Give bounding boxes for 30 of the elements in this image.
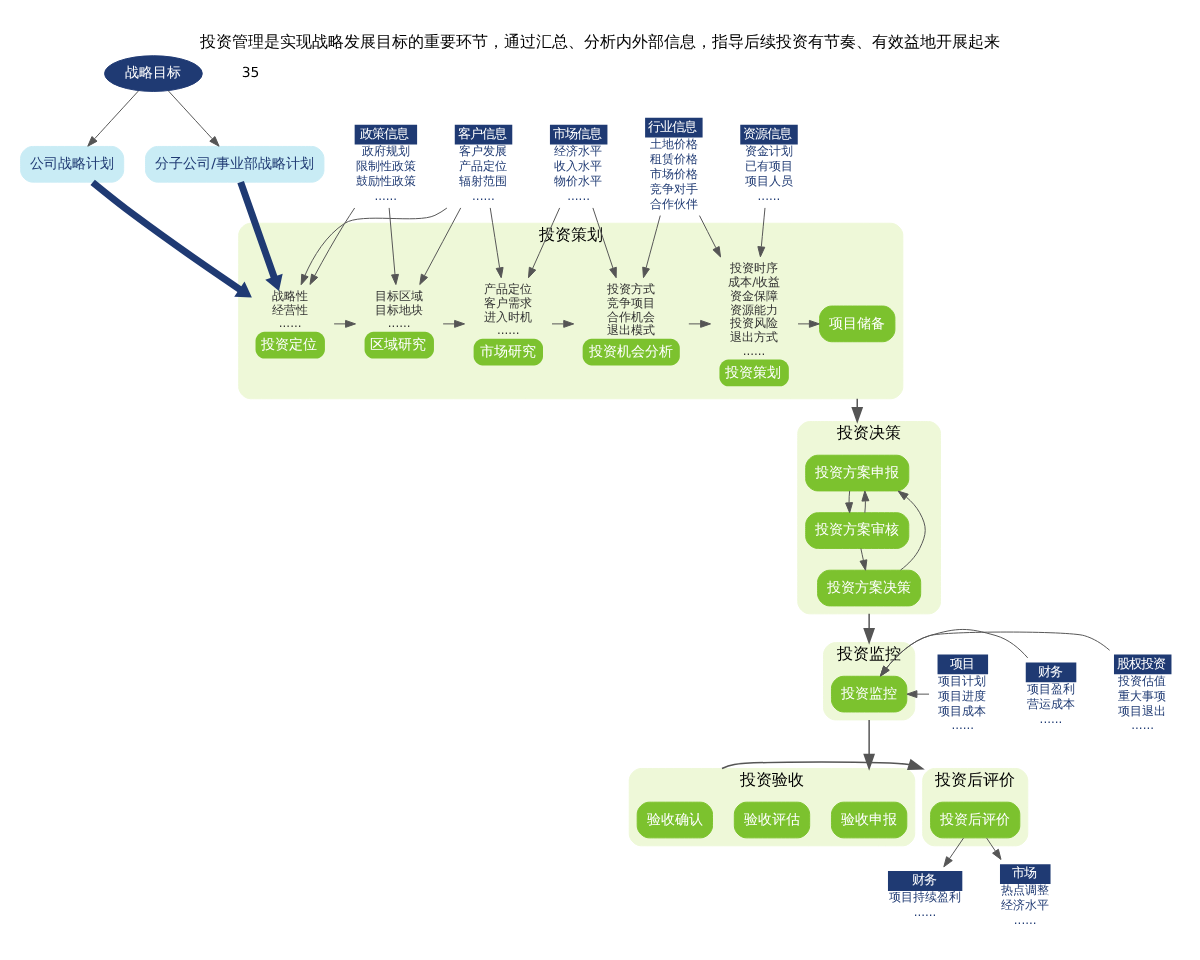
arrow [642, 214, 661, 278]
arrow [851, 396, 864, 423]
arrow [388, 206, 399, 284]
arrow [721, 757, 925, 770]
arrow [688, 318, 712, 327]
arrow [757, 206, 766, 257]
arrow [419, 206, 462, 284]
arrow [90, 178, 252, 297]
arrow [489, 206, 504, 278]
arrow [897, 489, 926, 570]
arrow [167, 89, 220, 146]
arrow [442, 318, 465, 327]
arrow [863, 718, 876, 770]
arrow [300, 206, 448, 285]
arrow [237, 180, 283, 290]
arrow [528, 206, 561, 278]
arrow [592, 206, 617, 278]
arrow [797, 318, 820, 327]
arrow [863, 612, 876, 644]
arrow [87, 89, 139, 146]
arrow [943, 836, 964, 867]
arrow [986, 836, 1002, 859]
arrow [906, 689, 930, 698]
arrow [859, 547, 868, 570]
arrow [699, 214, 722, 257]
arrow [551, 318, 575, 327]
arrow [861, 489, 870, 513]
arrow [845, 489, 854, 513]
arrow [309, 206, 356, 284]
arrow [333, 318, 356, 327]
